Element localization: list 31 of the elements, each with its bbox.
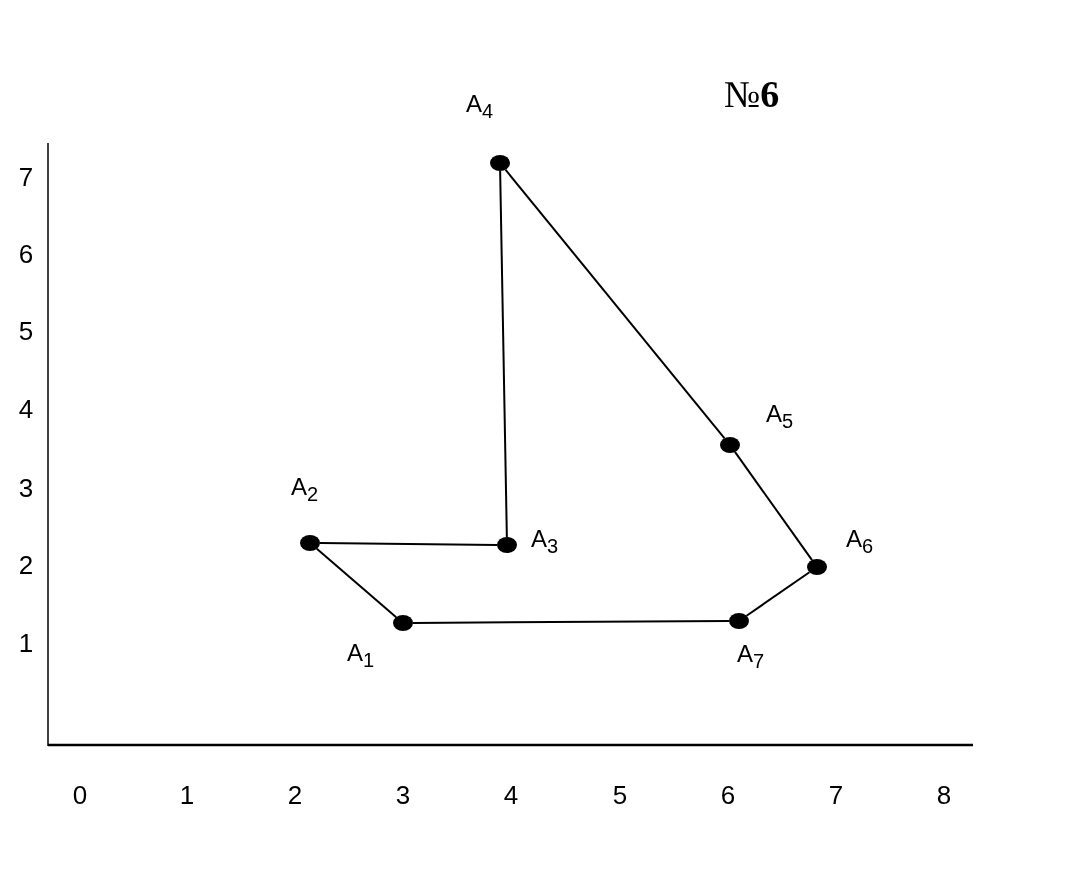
line-segment	[319, 542, 498, 546]
y-tick-label: 6	[18, 241, 34, 267]
x-tick-label: 3	[395, 782, 411, 808]
y-tick-label: 5	[18, 318, 34, 344]
line-segment	[412, 620, 730, 624]
point-label: A$_{2}$	[291, 475, 319, 504]
x-tick-label: 1	[179, 782, 195, 808]
line-segment	[315, 547, 398, 619]
line-segment	[745, 571, 811, 617]
point-label: A$_{5}$	[766, 402, 794, 431]
y-tick-label: 7	[18, 164, 34, 190]
point-label: A$_{4}$	[466, 92, 494, 121]
x-tick-label: 5	[612, 782, 628, 808]
point-label: A$_{1}$	[347, 641, 375, 670]
point-label: A$_{6}$	[846, 527, 874, 556]
y-tick-label: 2	[18, 552, 34, 578]
y-tick-label: 4	[18, 396, 34, 422]
point-label: A$_{7}$	[737, 642, 765, 671]
y-tick-label: 3	[18, 475, 34, 501]
x-tick-label: 6	[720, 782, 736, 808]
line-segment	[499, 170, 508, 538]
x-tick-label: 8	[936, 782, 952, 808]
point-label: A$_{3}$	[531, 527, 559, 556]
x-tick-label: 2	[287, 782, 303, 808]
x-tick-label: 0	[72, 782, 88, 808]
x-tick-label: 4	[503, 782, 519, 808]
title: №6	[724, 72, 780, 116]
line-segment	[504, 168, 726, 440]
line-segment	[733, 450, 814, 562]
y-tick-label: 1	[18, 630, 34, 656]
x-tick-label: 7	[828, 782, 844, 808]
